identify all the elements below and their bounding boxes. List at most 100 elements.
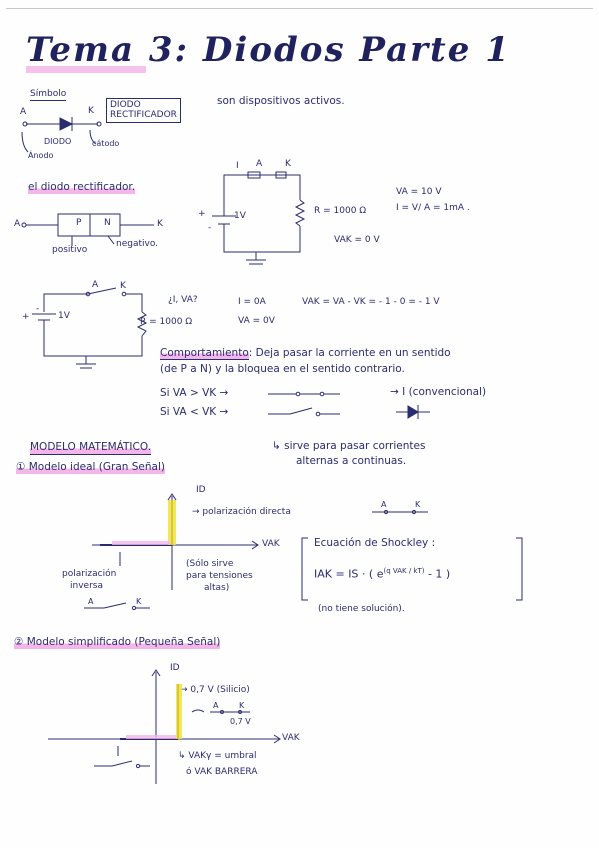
solo-sirve-2: para tensiones [186,571,253,581]
c2-switch-contact-k [121,291,127,297]
simple-open-switch-dot [135,763,141,769]
threshold-voltage-small: 0,7 V [230,717,251,726]
simple-a-label: A [213,701,219,710]
diode-symbol-anode-dot [22,121,28,127]
shockley-exponent: (q VAK / kT) [383,567,425,575]
closed-switch-dot-2 [319,391,325,397]
ideal-yellow-highlight [168,500,176,545]
c1-minus: - [208,223,212,233]
conv-diode-triangle [407,405,419,419]
open-switch-dot [315,411,321,417]
ideal-pink-highlight [112,541,170,545]
c2-minus: - [36,304,40,314]
box-line-1: DIODO [110,100,141,110]
title-highlight [26,66,146,73]
id-axis-label-1: ID [196,485,206,495]
ideal-switch-dot-k [411,509,417,515]
ideal-a-label: A [381,500,387,509]
silicon-threshold: → 0,7 V (Silicio) [180,685,250,695]
catodo-pointer [89,129,97,145]
condition-reverse: Si VA < VK → [160,406,229,418]
c1-resistor [294,199,306,227]
inverse-k-label: K [136,597,142,606]
catodo-label: cátodo [92,139,120,148]
pn-cathode-letter: K [157,219,163,229]
condition-forward: Si VA > VK → [160,387,229,399]
c1-vak-value: VAK = 0 V [334,235,380,245]
shockley-title: Ecuación de Shockley : [314,537,436,549]
pn-anode-dot [21,222,27,228]
anodo-label: Ánodo [28,151,54,160]
simple-pink-highlight [126,735,176,739]
c2-plus: + [22,312,30,322]
no-solution-note: (no tiene solución). [318,604,405,614]
vak-axis-label-1: VAK [262,539,280,549]
polarizacion-directa: → polarización directa [192,507,291,517]
shockley-lhs: IAK = IS · ( e [314,567,384,581]
c2-va: VA = 0V [238,316,275,326]
ideal-x-arrow [251,540,259,550]
top-border [6,8,593,9]
id-axis-label-2: ID [170,663,180,673]
simple-x-arrow [273,734,281,744]
inverse-a-label: A [88,597,94,606]
polarizacion-inversa-1: polarización [62,569,117,579]
c1-diode-k [275,171,287,179]
anodo-pointer [21,131,29,153]
simple-open-switch-blade [111,760,133,767]
diodo-label: DIODO [44,137,72,146]
diode-symbol-cathode-dot [96,121,102,127]
shockley-equation: IAK = IS · ( e(q VAK / kT) - 1 ) [314,567,450,581]
ideal-y-arrow [167,493,177,501]
c1-anode-label: A [256,159,263,169]
rectificador-heading: el diodo rectificador. [28,181,136,194]
c2-switch-contact-a [85,291,91,297]
modelo-ideal-heading: ① Modelo ideal (Gran Señal) [16,461,165,474]
inverse-switch-blade [103,602,127,609]
c1-diode-a [247,171,261,179]
vak-axis-label-2: VAK [282,733,300,743]
modelo-simplificado-heading: ② Modelo simplificado (Pequeña Señal) [14,636,221,649]
simple-k-label: K [239,701,245,710]
c2-open-switch [87,287,117,295]
sirve-line-1: ↳ sirve para pasar corrientes [272,440,426,452]
simbolo-heading: Símbolo [30,89,67,101]
solo-sirve-3: altas) [204,583,230,593]
c1-resistor-value: R = 1000 Ω [314,206,367,216]
comportamiento-heading: Comportamiento [160,347,249,360]
modelo-heading: MODELO MATEMÁTICO. [30,441,152,455]
box-line-2: RECTIFICADOR [110,110,177,121]
c1-cathode-label: K [285,159,291,169]
inverse-switch-dot [131,605,137,611]
open-switch-blade [289,407,313,415]
polarizacion-inversa-2: inversa [70,581,103,591]
anode-letter: A [20,107,27,117]
c2-wire-bottom [43,320,143,357]
c2-cathode-label: K [120,281,126,291]
c2-current: I = 0A [238,297,266,307]
c1-plus: + [198,209,206,219]
c2-vak-equation: VAK = VA - VK = - 1 - 0 = - 1 V [302,297,440,307]
comportamiento-line-1: Comportamiento: Deja pasar la corriente … [160,347,451,360]
shockley-bracket-left [301,537,308,601]
c1-wire-top [223,174,301,200]
negativo-pointer [107,235,115,245]
pn-anode-letter: A [14,219,21,229]
ideal-switch-dot-a [383,509,389,515]
c2-wire-top-left [43,293,88,312]
ideal-k-label: K [415,500,421,509]
c1-source-voltage: 1V [234,211,246,221]
positivo-label: positivo [52,245,88,255]
closed-switch-dot-1 [295,391,301,397]
n-region-label: N [104,218,111,228]
page-title: Tema 3: Diodos Parte 1 [26,30,511,70]
current-equation: I = V/ A = 1mA . [396,203,470,213]
barrera-label: ó VAK BARRERA [186,767,258,777]
c2-resistor-value: R = 1000 Ω [140,317,193,327]
simbolo-description: son dispositivos activos. [217,95,345,107]
p-region-label: P [76,218,82,228]
pn-block [57,213,121,237]
simple-y-arrow [151,669,161,677]
c1-wire-bottom [223,224,301,253]
